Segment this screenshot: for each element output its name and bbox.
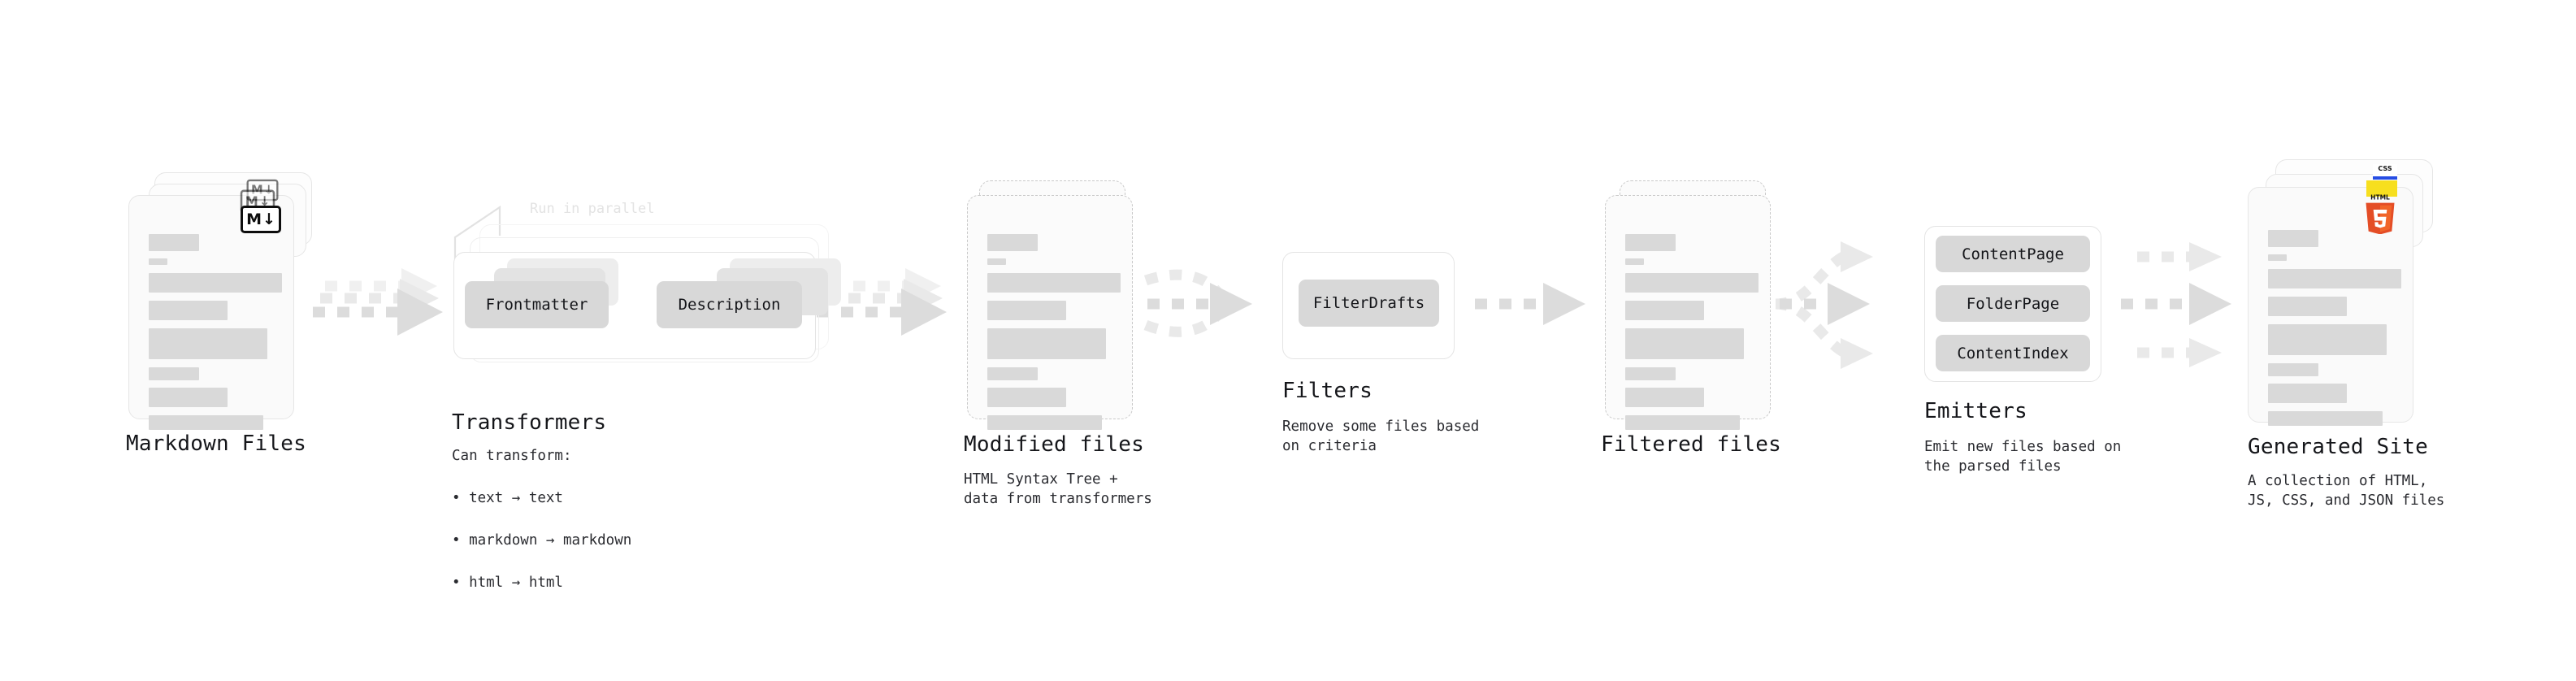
stage-title-generated-site: Generated Site [2248, 435, 2428, 459]
js-icon [2366, 180, 2397, 197]
svg-text:HTML: HTML [2370, 194, 2390, 202]
arrow-modified-to-filters [1143, 269, 1252, 337]
arrow-markdown-to-transformers [313, 268, 443, 336]
transformers-bullet-1: • markdown → markdown [452, 532, 632, 549]
filtered-card-front [1605, 195, 1771, 430]
arrow-filtered-to-emitters [1755, 241, 1873, 369]
transformers-bullets: • text → text • markdown → markdown • ht… [452, 466, 631, 614]
modified-card-front [967, 195, 1133, 430]
markdown-arrow: ↓ [258, 193, 271, 209]
bullet-text: text → text [469, 490, 563, 506]
filters-subtitle: Remove some files based on criteria [1282, 419, 1480, 454]
bullet-text: markdown → markdown [469, 532, 632, 549]
stage-title-markdown-files: Markdown Files [126, 432, 306, 456]
markdown-arrow: ↓ [262, 210, 275, 228]
chip-filterdrafts[interactable]: FilterDrafts [1299, 280, 1439, 327]
arrow-emitters-to-site [2121, 242, 2231, 367]
markdown-icon: M↓ [241, 206, 281, 233]
arrow-filters-to-filtered [1475, 283, 1585, 325]
markdown-letter: M [245, 193, 258, 209]
stage-title-emitters: Emitters [1924, 399, 2027, 423]
transformers-bullet-0: • text → text [452, 490, 563, 506]
bullet-text: html → html [469, 575, 563, 591]
modified-files-subtitle: HTML Syntax Tree + data from transformer… [964, 471, 1152, 507]
css-icon: CSS [2373, 164, 2397, 180]
chip-frontmatter[interactable]: Frontmatter [465, 281, 609, 328]
stage-title-transformers: Transformers [452, 410, 607, 435]
chip-contentindex[interactable]: ContentIndex [1936, 335, 2090, 371]
markdown-icon-back-1: M↓ [240, 189, 275, 214]
chip-description[interactable]: Description [657, 281, 802, 328]
chip-contentpage[interactable]: ContentPage [1936, 236, 2090, 272]
markdown-letter: M [246, 210, 262, 228]
run-in-parallel-label: Run in parallel [530, 201, 655, 217]
html5-icon: HTML [2366, 194, 2395, 234]
stage-title-filtered-files: Filtered files [1601, 432, 1781, 457]
stage-title-modified-files: Modified files [964, 432, 1144, 457]
transformers-subtitle: Can transform: [452, 448, 572, 464]
stage-title-filters: Filters [1282, 379, 1373, 403]
emitters-subtitle: Emit new files based on the parsed files [1924, 439, 2122, 475]
chip-folderpage[interactable]: FolderPage [1936, 285, 2090, 322]
generated-site-subtitle: A collection of HTML, JS, CSS, and JSON … [2248, 473, 2445, 509]
transformers-bullet-2: • html → html [452, 575, 563, 591]
